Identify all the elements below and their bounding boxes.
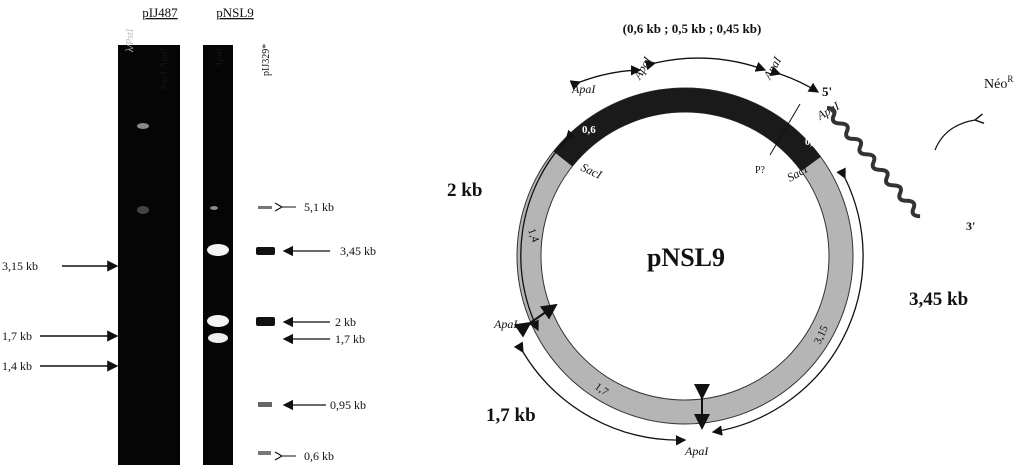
five-prime-label: 5'	[822, 84, 832, 99]
gel-lane-block-1	[118, 45, 180, 465]
size-1-7kb: 1,7 kb	[486, 405, 536, 426]
gel-band-3-45	[207, 244, 229, 256]
marker-right-0-95: 0,95 kb	[330, 398, 366, 412]
neo-label: NéoR	[984, 74, 1013, 92]
top-sizes-label: (0,6 kb ; 0,5 kb ; 0,45 kb)	[623, 21, 762, 36]
marker-band	[256, 247, 275, 255]
lane-label-sac-apa: SacI/ApaI	[159, 47, 170, 90]
marker-band	[258, 206, 272, 209]
plasmid-header-pij487: pIJ487	[142, 5, 178, 20]
gel-band	[137, 123, 149, 129]
site-apa-topright: ApaI	[760, 53, 785, 82]
marker-band	[258, 402, 272, 407]
gel-band	[137, 206, 149, 214]
gel-band-2	[207, 315, 229, 327]
insert-region	[563, 100, 811, 164]
marker-band	[256, 317, 275, 326]
lane-label-pij329: pIJ329*	[261, 44, 272, 76]
marker-right-5-1: 5,1 kb	[304, 200, 334, 214]
site-apa-topleft: ApaI	[571, 82, 596, 96]
size-2kb: 2 kb	[447, 180, 482, 201]
plasmid-name: pNSL9	[647, 243, 725, 272]
promoter-label: P?	[755, 165, 766, 176]
size-3-45kb: 3,45 kb	[909, 289, 968, 310]
plasmid-map: (0,6 kb ; 0,5 kb ; 0,45 kb) ApaI ApaI Ap…	[447, 21, 1013, 458]
lane-label-lambda-pst: λ/PstI	[125, 28, 136, 53]
segment-label-0-3: 0,3	[805, 137, 818, 148]
plasmid-header-pnsl9: pNSL9	[216, 5, 254, 20]
segment-label-0-6: 0,6	[582, 124, 596, 136]
arc-top-2	[655, 58, 765, 70]
marker-left-1-4: 1,4 kb	[2, 359, 32, 373]
site-apa-right: ApaI	[814, 98, 843, 123]
marker-right-3-45: 3,45 kb	[340, 244, 376, 258]
marker-right-1-7: 1,7 kb	[335, 332, 365, 346]
gel-band	[210, 206, 218, 210]
arc-top-3	[780, 74, 818, 92]
marker-left-1-7: 1,7 kb	[2, 329, 32, 343]
marker-band	[258, 451, 271, 455]
marker-left-3-15: 3,15 kb	[2, 259, 38, 273]
gel-band-1-7	[208, 333, 228, 343]
site-apa-bottom: ApaI	[684, 444, 709, 458]
site-apa-top: ApaI	[630, 53, 655, 82]
gel-panel: pIJ487 pNSL9 λ/PstI SacI/ApaI ApaI pIJ32…	[2, 5, 376, 465]
site-sac-left: SacI	[579, 160, 605, 182]
marker-right-2: 2 kb	[335, 315, 356, 329]
site-apa-left: ApaI	[493, 317, 518, 331]
lane-label-apa: ApaI	[214, 46, 225, 69]
marker-right-0-6: 0,6 kb	[304, 449, 334, 463]
neo-arrow	[935, 120, 975, 150]
three-prime-label: 3'	[966, 219, 975, 233]
